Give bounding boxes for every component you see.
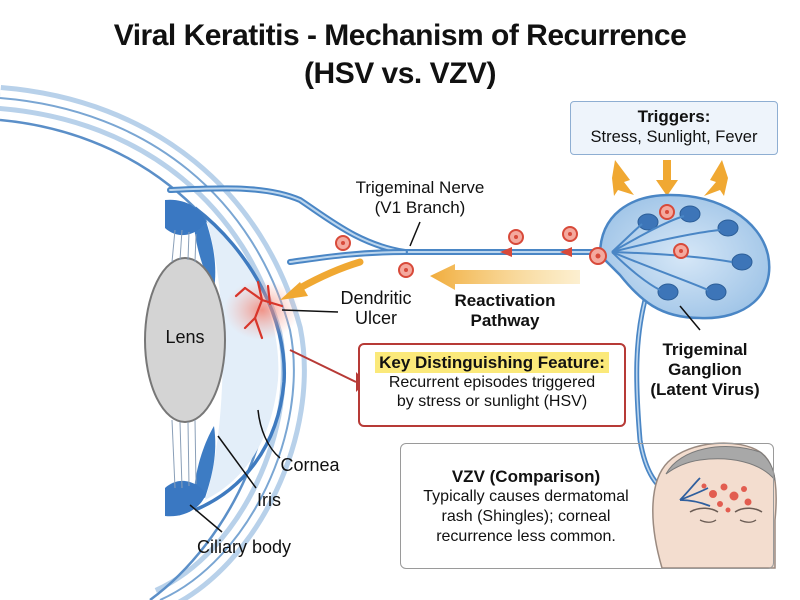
face-illustration (652, 442, 777, 569)
cornea-label: Cornea (280, 455, 340, 475)
ganglion-label-line-2: Ganglion (668, 360, 742, 379)
virus-particles (335, 204, 689, 278)
key-feature-box: Key Distinguishing Feature: Recurrent ep… (358, 343, 626, 427)
nerve-label: Trigeminal Nerve (V1 Branch) (320, 178, 520, 218)
virus-particle (335, 235, 351, 251)
ulcer-leader (281, 309, 339, 313)
iris-lower (194, 426, 216, 498)
title-line-1: Viral Keratitis - Mechanism of Recurrenc… (113, 19, 687, 52)
triggers-heading: Triggers: (637, 107, 711, 126)
ganglion-label-line-3: (Latent Virus) (650, 380, 760, 399)
virus-particle (508, 229, 524, 245)
iris-label: Iris (257, 490, 281, 510)
reactivation-pathway-label: Reactivation Pathway (440, 291, 570, 331)
key-feature-line-1: Recurrent episodes triggered (388, 374, 596, 391)
pathway-line-1: Reactivation (454, 291, 556, 310)
dendritic-ulcer (234, 280, 284, 340)
trigger-arrows (612, 160, 728, 196)
cornea (193, 206, 286, 512)
triggers-box: Triggers: Stress, Sunlight, Fever (570, 101, 778, 155)
ciliary-lower (165, 480, 206, 517)
vzv-line-3: recurrence less common. (436, 528, 616, 545)
ganglion-label-line-1: Trigeminal (662, 340, 748, 359)
vzv-line-1: Typically causes dermatomal (423, 488, 629, 505)
lens (144, 257, 226, 423)
ganglion-label: Trigeminal Ganglion (Latent Virus) (630, 340, 780, 400)
pathway-line-2: Pathway (470, 311, 540, 330)
vzv-line-2: rash (Shingles); corneal (441, 508, 611, 525)
cornea-fill (205, 215, 279, 500)
ganglion-leader (679, 305, 701, 331)
ciliary-leader (189, 504, 223, 533)
shingles-rash (701, 483, 752, 513)
virus-particle (562, 226, 578, 242)
key-feature-line-2: by stress or sunlight (HSV) (396, 393, 588, 410)
key-feature-heading: Key Distinguishing Feature: (375, 352, 609, 373)
reactivation-arrows (280, 258, 580, 300)
vzv-heading: VZV (Comparison) (451, 467, 601, 486)
ciliary-upper (165, 199, 206, 236)
vzv-comparison-box: VZV (Comparison) Typically causes dermat… (400, 443, 774, 569)
ulcer-label: Dendritic Ulcer (330, 288, 422, 328)
virus-particle (589, 247, 607, 265)
virus-particle (673, 243, 689, 259)
ulcer-label-line-1: Dendritic (340, 288, 412, 308)
trigeminal-nerve (167, 185, 683, 503)
iris-upper (194, 218, 216, 290)
vzv-text-block: VZV (Comparison) Typically causes dermat… (401, 466, 651, 547)
virus-particle (398, 262, 414, 278)
ulcer-label-line-2: Ulcer (354, 308, 397, 328)
iris-leader (217, 435, 257, 489)
virus-particle (659, 204, 675, 220)
nerve-label-line-1: Trigeminal Nerve (355, 178, 485, 197)
ciliary-body-label: Ciliary body (196, 537, 292, 557)
cornea-leader (257, 409, 281, 459)
triggers-text: Stress, Sunlight, Fever (590, 128, 758, 146)
nerve-label-line-2: (V1 Branch) (374, 198, 466, 217)
lens-label: Lens (165, 327, 205, 347)
eye-illustration (0, 85, 307, 600)
title-line-2: (HSV vs. VZV) (304, 57, 496, 90)
nerve-leader (409, 221, 421, 247)
